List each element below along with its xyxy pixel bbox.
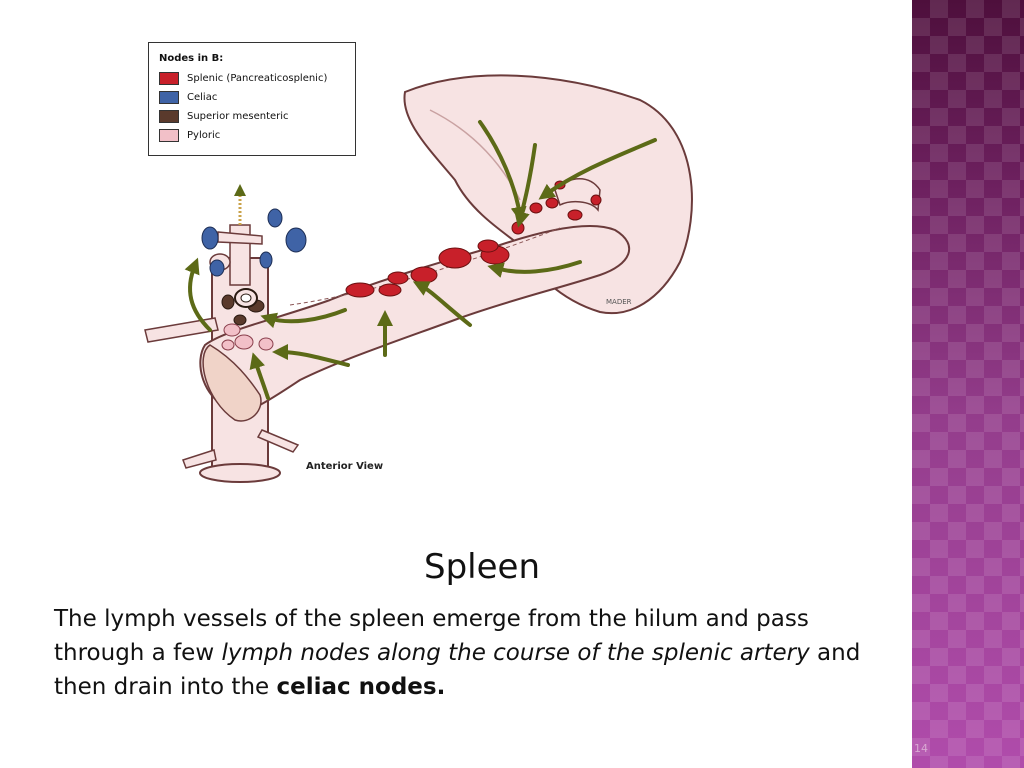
body-text-bold: celiac nodes.: [276, 674, 446, 700]
legend: Nodes in B: Splenic (Pancreaticosplenic)…: [148, 42, 356, 156]
pyloric-swatch: [159, 128, 179, 142]
legend-label: Celiac: [187, 91, 218, 103]
legend-item-celiac: Celiac: [159, 90, 217, 104]
pyloric-nodes: [221, 323, 274, 351]
slide-title: Spleen: [424, 547, 540, 587]
celiac-swatch: [159, 90, 179, 104]
legend-item-superior-mesenteric: Superior mesenteric: [159, 109, 289, 123]
page-number: 14: [914, 742, 928, 755]
legend-label: Superior mesenteric: [187, 110, 289, 122]
body-text-part1: The lymph vessels of the spleen emerge f…: [54, 606, 809, 666]
splenic-swatch: [159, 71, 179, 85]
artist-signature: MADER: [606, 298, 632, 306]
celiac-nodes: [201, 208, 307, 277]
view-label: Anterior View: [306, 461, 384, 472]
side-decoration-band: [912, 0, 1024, 768]
legend-label: Pyloric: [187, 129, 221, 141]
legend-item-splenic: Splenic (Pancreaticosplenic): [159, 71, 327, 85]
legend-label: Splenic (Pancreaticosplenic): [187, 72, 328, 84]
superior-mesenteric-swatch: [159, 109, 179, 123]
splenic-nodes: [345, 180, 602, 298]
anatomy-illustration: MADER: [144, 74, 693, 483]
legend-title: Nodes in B:: [159, 53, 224, 64]
body-text-italic: lymph nodes along the course of the sple…: [221, 640, 810, 666]
lymph-flow-arrows: [184, 120, 657, 400]
body-text-part2: and then drain into the: [54, 640, 861, 700]
legend-item-pyloric: Pyloric: [159, 128, 220, 142]
slide-body-text: The lymph vessels of the spleen emerge f…: [54, 602, 904, 704]
